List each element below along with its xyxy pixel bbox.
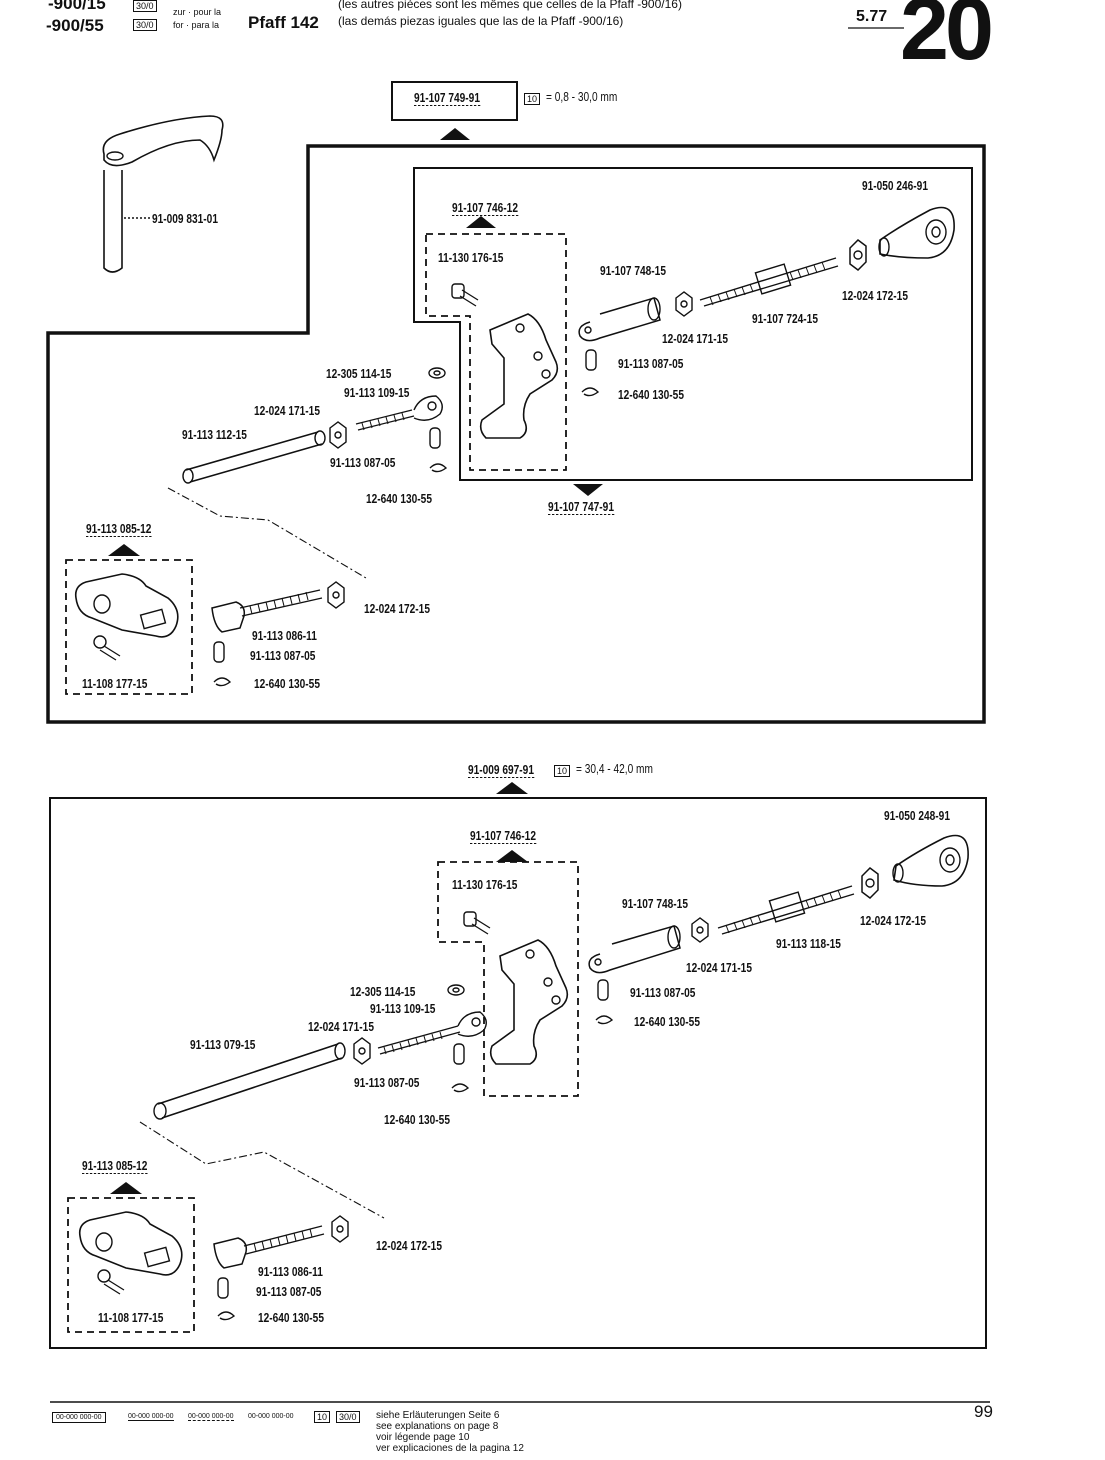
label-nut-low: 12-024 172-15 (364, 601, 430, 616)
assembly-1-range: = 0,8 - 30,0 mm (546, 89, 618, 104)
assembly-2-range-symbol: 10 (554, 765, 571, 777)
label-sub-b: 91-107 747-91 (548, 499, 614, 515)
label2-pin-m: 91-113 087-05 (354, 1075, 420, 1090)
date-code: 5.77 (856, 8, 888, 25)
label-threaded: 91-107 724-15 (752, 311, 818, 326)
footer-text-fr: voir légende page 10 (376, 1432, 470, 1443)
label-clip-low: 12-640 130-55 (254, 676, 320, 691)
legend-underlined-number: 00-000 000-00 (128, 1413, 174, 1421)
label2-sub-c: 91-113 085-12 (82, 1158, 148, 1174)
label2-nut-r: 12-024 172-15 (860, 913, 926, 928)
label2-clip-r: 12-640 130-55 (634, 1014, 700, 1029)
note-es: (las demás piezas iguales que las de la … (338, 14, 624, 28)
model-number-2: -900/55 (46, 16, 104, 35)
label-nut-r: 12-024 172-15 (842, 288, 908, 303)
assembly-1-title-box (391, 81, 518, 121)
label2-clip-low: 12-640 130-55 (258, 1310, 324, 1325)
page-group-number: 20 (900, 0, 994, 78)
label2-sub-a: 91-107 746-12 (470, 828, 536, 844)
label-screw-low: 91-113 086-11 (252, 628, 317, 643)
legend-dashed-number: 00-000 000-00 (188, 1413, 234, 1421)
assembly-2-title: 91-009 697-91 (468, 762, 534, 778)
label-washer: 12-305 114-15 (326, 366, 392, 381)
badge-2: 30/0 (133, 19, 157, 31)
label-eye-end: 91-050 246-91 (862, 178, 928, 193)
label-rod-end: 91-107 748-15 (600, 263, 666, 278)
label-sub-a: 91-107 746-12 (452, 200, 518, 216)
label2-eye-end: 91-050 248-91 (884, 808, 950, 823)
label-sub-c: 91-113 085-12 (86, 521, 152, 537)
model-number-1: -900/15 (48, 0, 106, 13)
for-para-label: for · para la (173, 20, 220, 30)
footer-text-de: siehe Erläuterungen Seite 6 (376, 1410, 500, 1421)
legend-symbol-10: 10 (314, 1411, 331, 1423)
note-fr: (les autres pièces sont les mêmes que ce… (338, 0, 682, 11)
legend-symbol-30: 30/0 (336, 1411, 360, 1423)
label2-nut-l: 12-024 171-15 (686, 960, 752, 975)
assembly-1-frame (46, 144, 986, 724)
label2-washer: 12-305 114-15 (350, 984, 416, 999)
footer-text-es: ver explicaciones de la pagina 12 (376, 1443, 524, 1454)
label2-screw: 11-130 176-15 (452, 877, 518, 892)
zur-pour-label: zur · pour la (173, 7, 222, 17)
machine-name: Pfaff 142 (248, 13, 319, 32)
assembly-2-frame (49, 797, 987, 1349)
label-screw: 11-130 176-15 (438, 250, 504, 265)
legend-plain-number: 00-000 000-00 (248, 1413, 294, 1420)
label2-rod-end: 91-107 748-15 (622, 896, 688, 911)
label2-threaded: 91-113 118-15 (776, 936, 841, 951)
label-pin-r: 91-113 087-05 (618, 356, 684, 371)
label2-screw-c: 11-108 177-15 (98, 1310, 164, 1325)
label-pin-low: 91-113 087-05 (250, 648, 316, 663)
label-screw-c: 11-108 177-15 (82, 676, 148, 691)
label2-eye-bolt: 91-113 109-15 (370, 1001, 436, 1016)
label-clip-m: 12-640 130-55 (366, 491, 432, 506)
badge-1: 30/0 (133, 0, 157, 12)
footer-text-en: see explanations on page 8 (376, 1421, 499, 1432)
label-pin-m: 91-113 087-05 (330, 455, 396, 470)
page-number: 99 (974, 1402, 993, 1421)
assembly-1-range-symbol: 10 (524, 93, 541, 105)
label2-pin-r: 91-113 087-05 (630, 985, 696, 1000)
assembly-2-range: = 30,4 - 42,0 mm (576, 761, 653, 776)
legend-boxed-number: 00-000 000-00 (52, 1412, 106, 1423)
label2-screw-low: 91-113 086-11 (258, 1264, 323, 1279)
label-lever: 91-009 831-01 (152, 211, 218, 226)
label-nut-l: 12-024 171-15 (662, 331, 728, 346)
label-nut-mid: 12-024 171-15 (254, 403, 320, 418)
subassembly-a-frame (413, 167, 973, 481)
label2-nut-low: 12-024 172-15 (376, 1238, 442, 1253)
label2-clip-m: 12-640 130-55 (384, 1112, 450, 1127)
label-clip-r: 12-640 130-55 (618, 387, 684, 402)
label-eye-bolt: 91-113 109-15 (344, 385, 410, 400)
label-shaft: 91-113 112-15 (182, 427, 247, 442)
label2-shaft: 91-113 079-15 (190, 1037, 256, 1052)
label2-nut-mid: 12-024 171-15 (308, 1019, 374, 1034)
label2-pin-low: 91-113 087-05 (256, 1284, 322, 1299)
assembly-1-title: 91-107 749-91 (414, 90, 480, 106)
